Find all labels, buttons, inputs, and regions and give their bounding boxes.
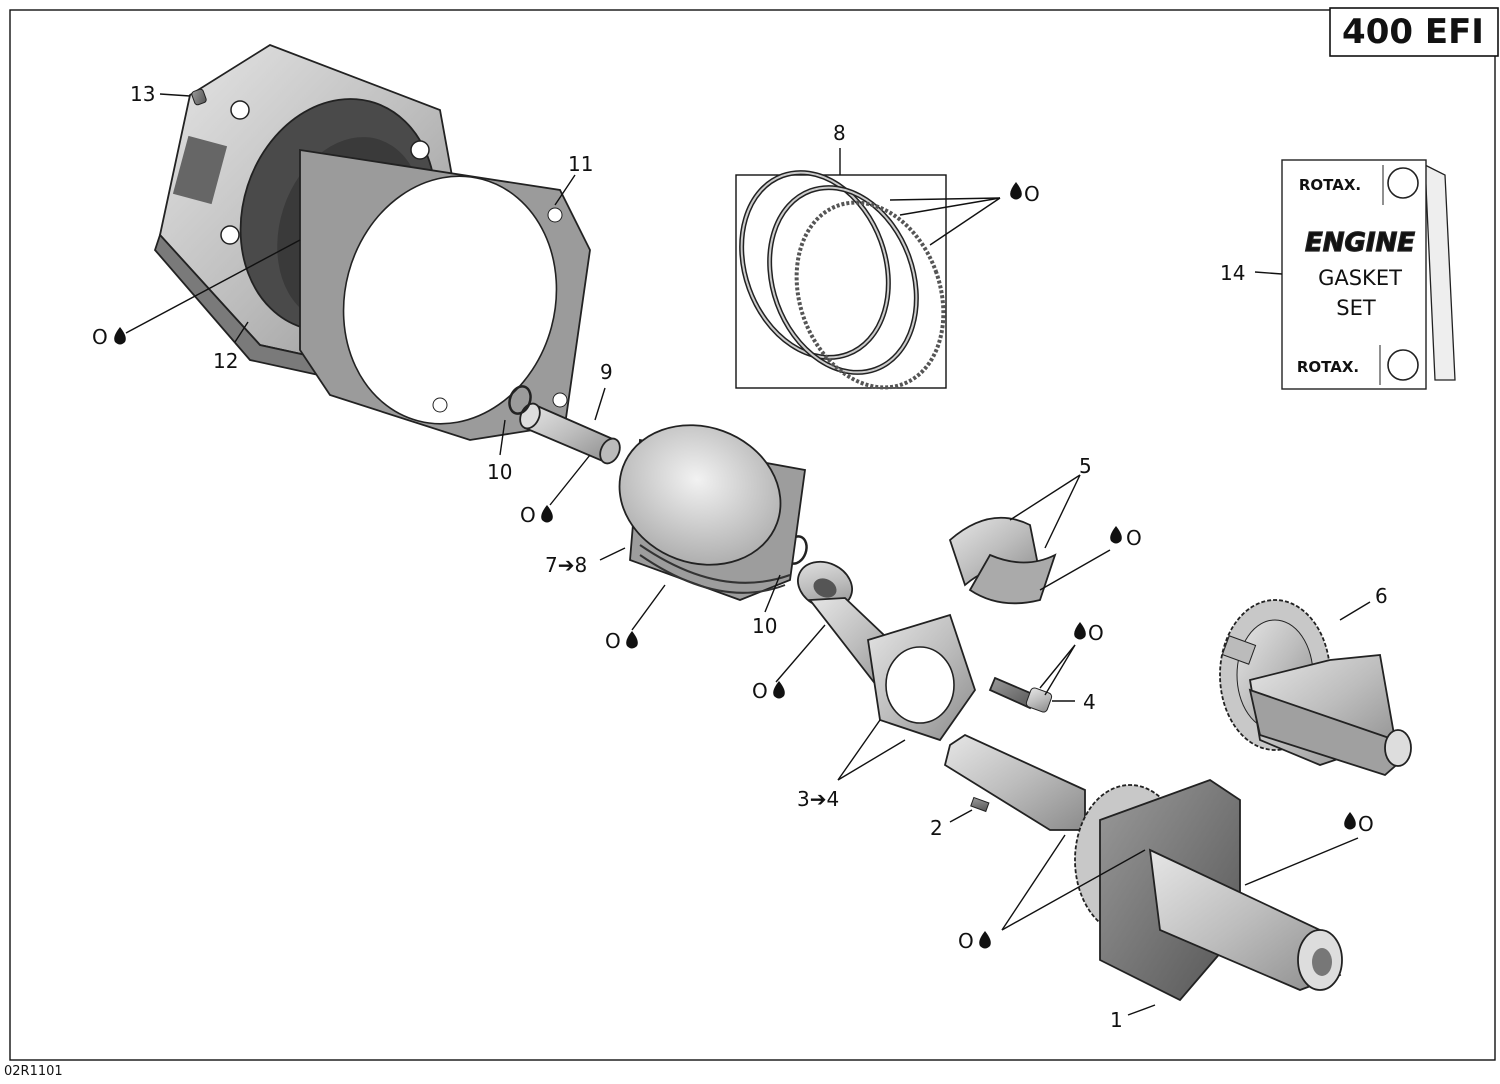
oil-mark-conrod: O <box>752 679 785 703</box>
callout-11: 11 <box>568 152 593 176</box>
piston-part <box>618 424 807 601</box>
callout-10-upper: 10 <box>487 460 512 484</box>
callout-14: 14 <box>1220 261 1245 285</box>
oil-drop-icon <box>1074 622 1086 640</box>
callout-9: 9 <box>600 360 613 384</box>
leader-lines <box>125 93 1371 1016</box>
circlip-upper-part <box>508 385 532 415</box>
oil-drop-icon <box>979 931 991 949</box>
oil-mark-bearings: O <box>1110 526 1142 550</box>
connecting-rod-part <box>797 560 976 742</box>
piston-pin-part <box>519 402 621 465</box>
oil-mark-crank-left: O <box>958 929 991 953</box>
oil-drop-icon <box>114 327 126 345</box>
bearings-part <box>948 516 1057 605</box>
callout-6: 6 <box>1375 584 1388 608</box>
svg-text:O: O <box>605 629 621 653</box>
cylinder-gasket-part <box>299 148 591 441</box>
callout-3: 3➔4 <box>797 787 839 811</box>
svg-text:O: O <box>1126 526 1142 550</box>
oil-drop-icon <box>1110 526 1122 544</box>
oil-mark-cylinder: O <box>92 325 126 349</box>
callout-7: 7➔8 <box>545 553 587 577</box>
svg-text:O: O <box>92 325 108 349</box>
callout-1: 1 <box>1110 1008 1123 1032</box>
oil-mark-pin: O <box>520 503 553 527</box>
oil-mark-piston: O <box>605 629 638 653</box>
callout-13: 13 <box>130 82 155 106</box>
piston-rings-part <box>735 170 947 390</box>
balance-shaft-part <box>1219 599 1412 777</box>
oil-drop-icon <box>541 505 553 523</box>
oil-mark-bolt: O <box>1074 621 1104 645</box>
drawing-code: 02R1101 <box>4 1064 63 1079</box>
gasket-line-gasket: GASKET <box>1318 266 1402 290</box>
oil-drop-icon <box>1344 812 1356 830</box>
oil-mark-rings: O <box>1010 182 1040 206</box>
gasket-set-part: ROTAX. ENGINE GASKET SET ROTAX. <box>1281 159 1456 390</box>
callout-8: 8 <box>833 121 846 145</box>
svg-text:O: O <box>752 679 768 703</box>
title-box <box>1329 7 1499 57</box>
crankshaft-part <box>943 733 1343 1002</box>
gasket-brand-top: ROTAX. <box>1299 176 1361 194</box>
oil-mark-crank-right: O <box>1344 812 1374 836</box>
dowel-pin-part <box>191 88 207 106</box>
callout-12: 12 <box>213 349 238 373</box>
oil-marks: O O O O O O O O O <box>92 182 1374 953</box>
drawing-frame <box>9 9 1496 1061</box>
woodruff-key-part <box>970 796 990 813</box>
callout-10-lower: 10 <box>752 614 777 638</box>
model-title: 400 EFI <box>1342 12 1484 52</box>
gasket-line-set: SET <box>1336 296 1376 320</box>
callouts: 13 11 12 8 9 10 10 7➔8 5 6 4 3➔4 2 1 14 <box>130 82 1388 1032</box>
gasket-brand-bottom: ROTAX. <box>1297 358 1359 376</box>
oil-drop-icon <box>1010 182 1022 200</box>
gasket-line-engine: ENGINE <box>1305 228 1415 258</box>
oil-drop-icon <box>773 681 785 699</box>
svg-text:O: O <box>1088 621 1104 645</box>
callout-2: 2 <box>930 816 943 840</box>
oil-drop-icon <box>626 631 638 649</box>
callout-4: 4 <box>1083 690 1096 714</box>
svg-text:O: O <box>520 503 536 527</box>
callout-5: 5 <box>1079 454 1092 478</box>
svg-text:O: O <box>958 929 974 953</box>
svg-text:O: O <box>1024 182 1040 206</box>
svg-text:O: O <box>1358 812 1374 836</box>
